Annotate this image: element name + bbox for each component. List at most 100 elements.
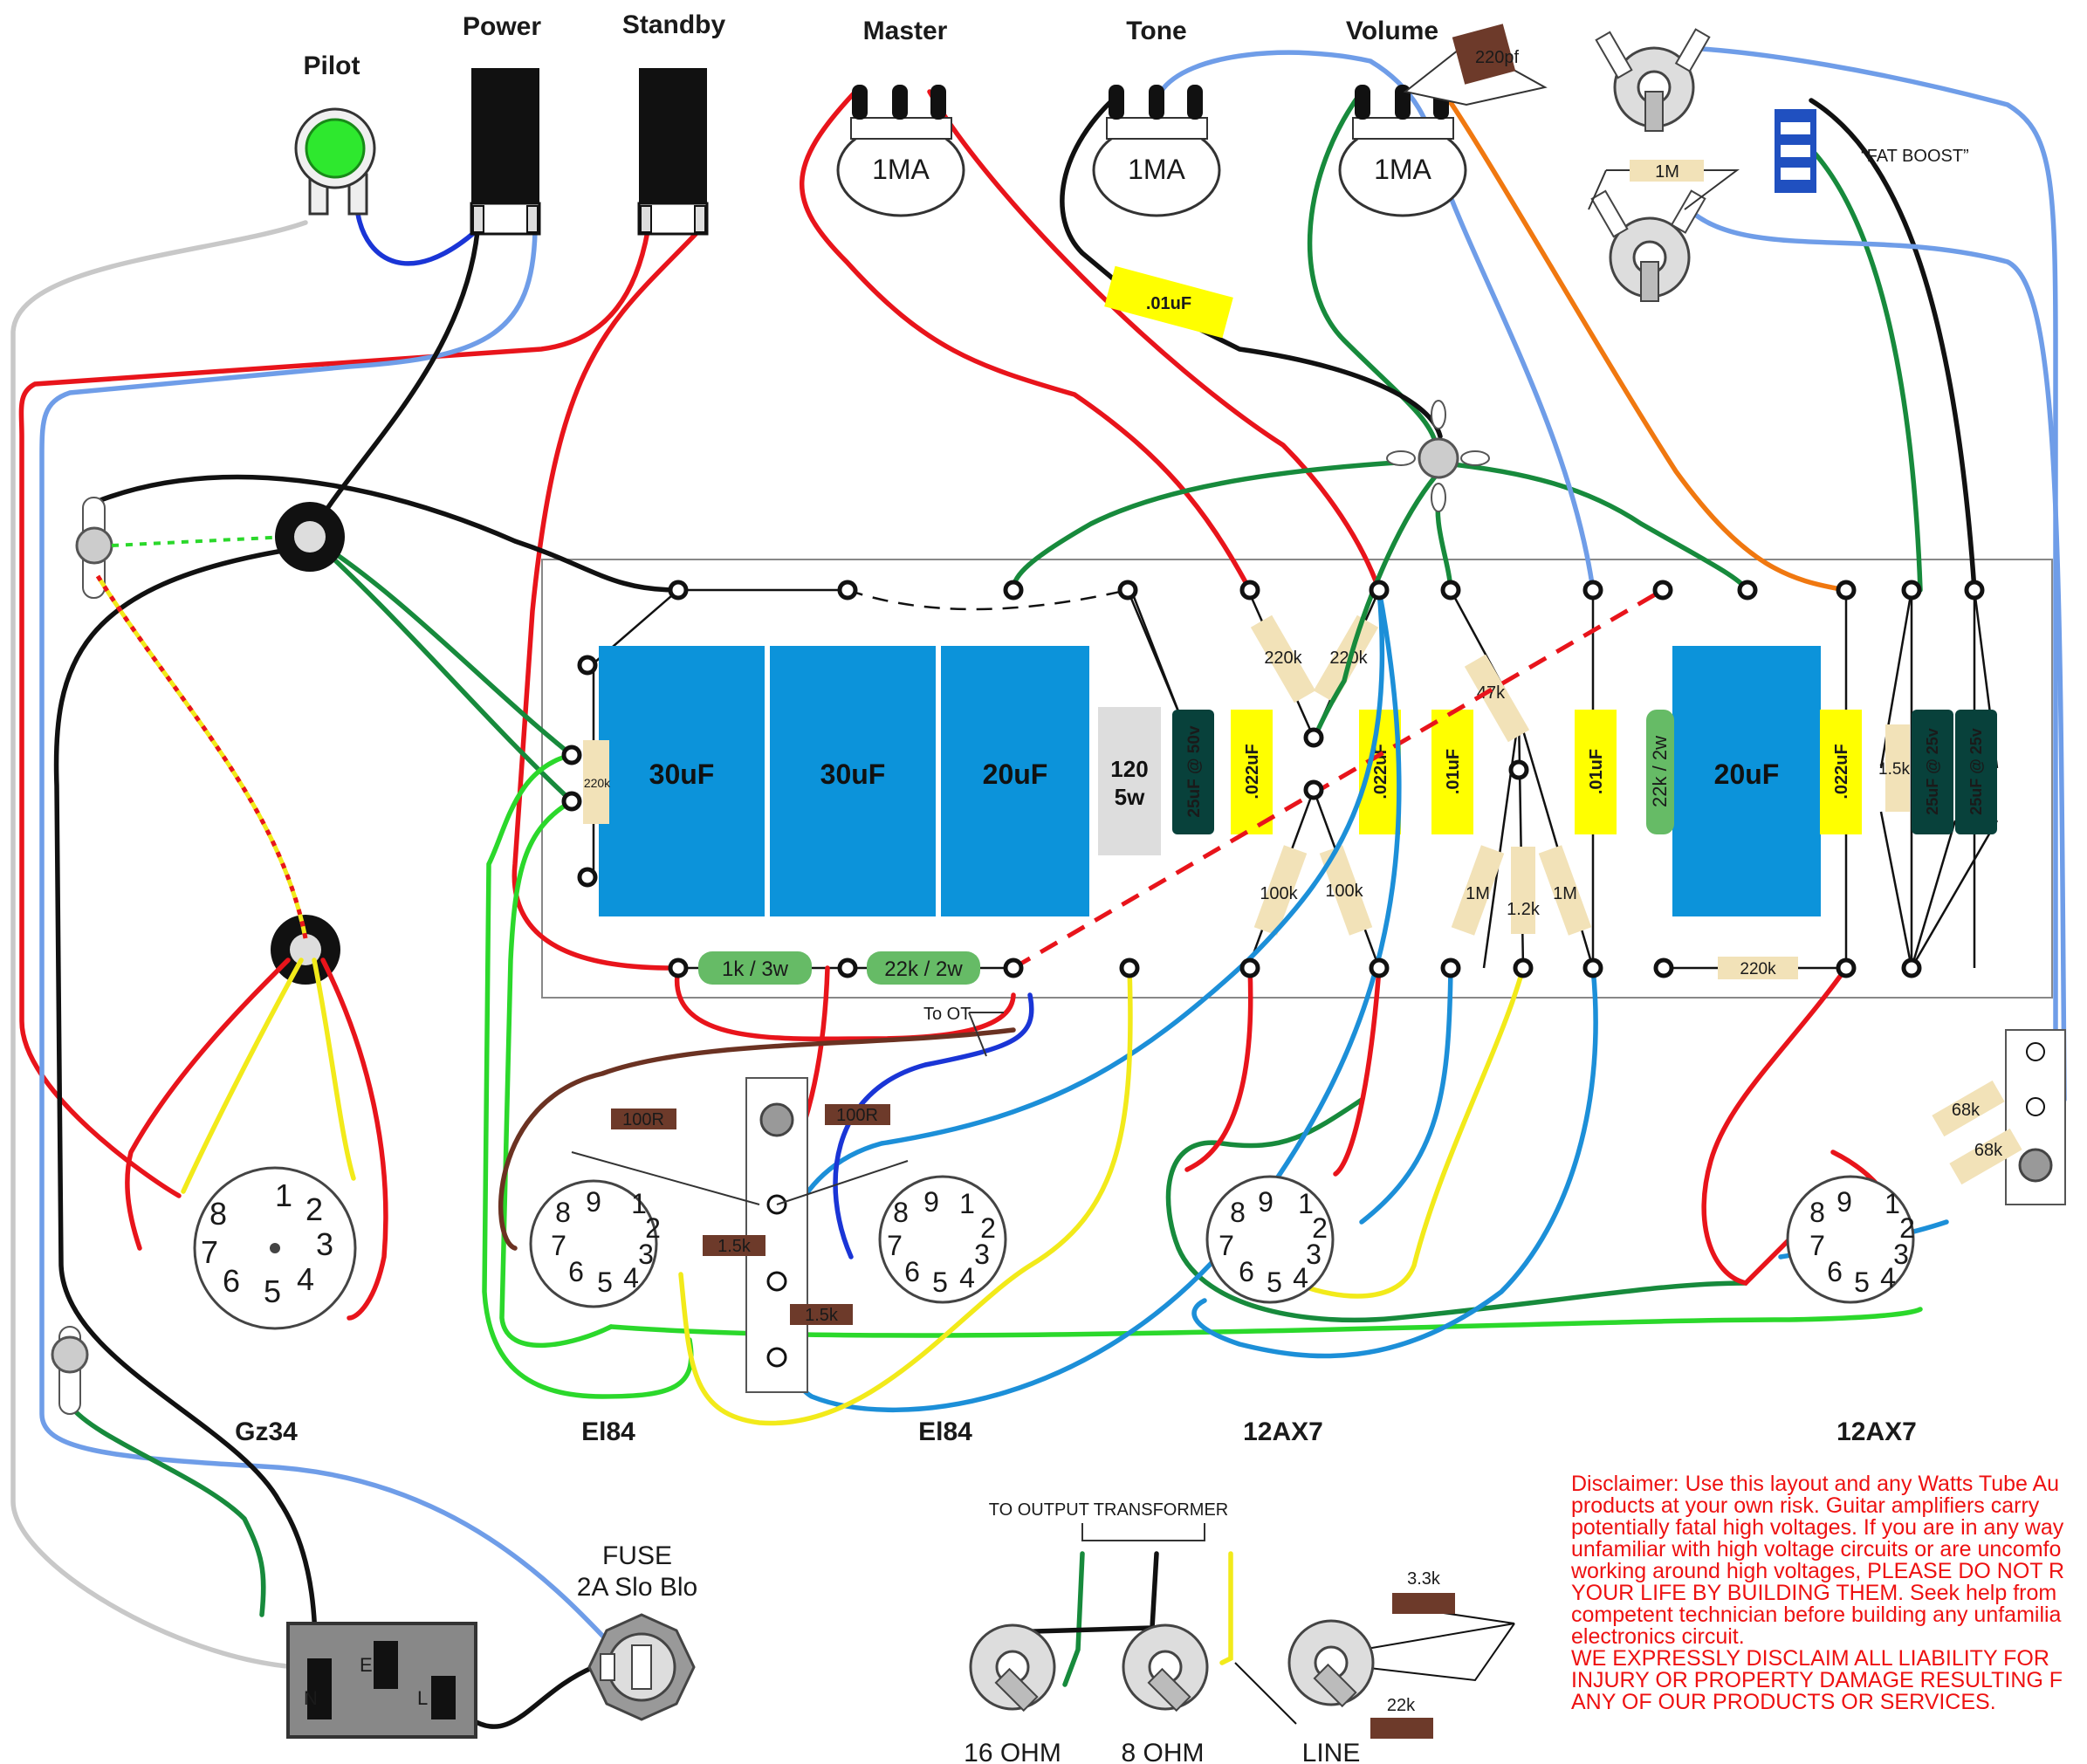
power-switch[interactable] xyxy=(470,68,541,236)
mains-ground-lug xyxy=(51,1326,89,1415)
svg-text:7: 7 xyxy=(1219,1230,1234,1261)
pot-value: 1MA xyxy=(1128,154,1185,185)
resistor-label: 68k xyxy=(1952,1101,1981,1120)
tube-socket-el84-b xyxy=(878,1175,1007,1304)
disclaimer: Disclaimer: Use this layout and any Watt… xyxy=(1570,1472,2064,1714)
svg-text:2: 2 xyxy=(1312,1212,1328,1244)
input-jack-1[interactable] xyxy=(1595,28,1711,132)
svg-text:1: 1 xyxy=(1298,1188,1314,1219)
iec-n: N xyxy=(304,1687,318,1709)
svg-text:working around high voltages,: working around high voltages, PLEASE DO … xyxy=(1570,1559,2064,1583)
fat-boost-switch[interactable] xyxy=(1775,109,1816,193)
fuse-label: FUSE xyxy=(602,1541,672,1570)
resistor-label: 22k xyxy=(1387,1696,1416,1715)
resistor-100r xyxy=(611,1109,676,1129)
tone-label: Tone xyxy=(1126,17,1186,45)
svg-text:6: 6 xyxy=(1239,1256,1254,1287)
svg-text:4: 4 xyxy=(297,1261,314,1297)
coupling-cap-label: .01uF xyxy=(1587,749,1606,794)
svg-text:1: 1 xyxy=(275,1177,292,1213)
svg-text:3: 3 xyxy=(1306,1239,1322,1270)
angled-resistors xyxy=(1250,614,1592,936)
svg-text:6: 6 xyxy=(223,1263,240,1299)
pot-value: 1MA xyxy=(1374,154,1431,185)
tone-pot[interactable]: 1MA xyxy=(1092,85,1221,217)
svg-text:5: 5 xyxy=(1854,1266,1870,1298)
resistor-label: 1.5k xyxy=(1878,760,1910,779)
svg-text:4: 4 xyxy=(1293,1262,1308,1294)
svg-text:5: 5 xyxy=(264,1273,281,1309)
tube-socket-12ax7-b xyxy=(1786,1175,1915,1304)
resistor-label: 68k xyxy=(1974,1141,2003,1160)
svg-text:3: 3 xyxy=(974,1239,990,1270)
tube-label-12ax7-a: 12AX7 xyxy=(1243,1417,1323,1446)
svg-text:9: 9 xyxy=(1836,1186,1852,1218)
coupling-cap-label: .022uF xyxy=(1243,744,1262,799)
jack-label-line: LINE xyxy=(1302,1739,1361,1764)
resistor-label: 1.2k xyxy=(1507,900,1541,919)
ground-lug-center xyxy=(1386,400,1490,512)
input-resistor-label: 1M xyxy=(1655,162,1679,182)
svg-text:products at your own risk. Gui: products at your own risk. Guitar amplif… xyxy=(1571,1493,2040,1518)
tube-label-gz34: Gz34 xyxy=(235,1417,298,1446)
master-label: Master xyxy=(863,17,948,45)
svg-text:2: 2 xyxy=(645,1212,661,1244)
cathode-cap-label: 25uF @ 50v xyxy=(1185,725,1204,818)
tube-socket-12ax7-a xyxy=(1205,1175,1335,1304)
svg-text:5: 5 xyxy=(597,1266,613,1298)
svg-text:7: 7 xyxy=(201,1234,218,1270)
resistor-label: 22k / 2w xyxy=(1649,736,1671,807)
svg-text:2: 2 xyxy=(305,1191,323,1227)
resistor-1-5k xyxy=(790,1304,853,1325)
resistor-label: 22k / 2w xyxy=(884,958,963,981)
output-jack-16-ohm[interactable] xyxy=(969,1623,1056,1713)
fat-boost-label: “FAT BOOST” xyxy=(1861,147,1969,166)
svg-text:INJURY OR PROPERTY DAMAGE RESU: INJURY OR PROPERTY DAMAGE RESULTING F xyxy=(1571,1668,2063,1692)
svg-text:4: 4 xyxy=(959,1262,975,1294)
master-pot[interactable]: 1MA xyxy=(836,85,965,217)
filter-capacitors: 30uF 30uF 20uF 20uF xyxy=(599,646,1821,916)
resistor-label: 100R xyxy=(836,1106,878,1125)
resistor-22k xyxy=(1370,1718,1433,1739)
svg-text:potentially fatal high voltage: potentially fatal high voltages. If you … xyxy=(1571,1515,2064,1540)
svg-text:1: 1 xyxy=(1884,1188,1900,1219)
jack-label-16-ohm: 16 OHM xyxy=(964,1739,1061,1764)
coupling-cap-label: .01uF xyxy=(1444,749,1463,794)
iec-power-inlet[interactable]: N E L xyxy=(286,1622,477,1739)
resistor-label: 1.5k xyxy=(805,1306,839,1325)
to-ot-label: To OT xyxy=(923,1005,971,1024)
resistor-label: 220k xyxy=(1264,649,1302,668)
svg-text:8: 8 xyxy=(1230,1197,1246,1228)
standby-switch[interactable] xyxy=(637,68,709,236)
tube-socket-gz34 xyxy=(193,1166,357,1330)
yellow-red-twisted xyxy=(95,574,308,939)
power-resistor-label: 5w xyxy=(1115,784,1145,810)
svg-text:3: 3 xyxy=(1893,1239,1909,1270)
output-jack-8-ohm[interactable] xyxy=(1122,1623,1209,1713)
svg-text:9: 9 xyxy=(586,1186,601,1218)
resistor-label: 1M xyxy=(1553,884,1577,903)
filter-cap-20uf-a xyxy=(941,646,1089,916)
svg-text:8: 8 xyxy=(555,1197,571,1228)
iec-e: E xyxy=(360,1654,373,1676)
output-jack-line[interactable] xyxy=(1287,1619,1375,1708)
svg-text:Disclaimer: Use this layout an: Disclaimer: Use this layout and any Watt… xyxy=(1571,1472,2059,1496)
svg-text:9: 9 xyxy=(923,1186,939,1218)
svg-text:ANY OF OUR PRODUCTS OR SERVICE: ANY OF OUR PRODUCTS OR SERVICES. xyxy=(1571,1690,1996,1714)
svg-text:4: 4 xyxy=(1880,1262,1896,1294)
volume-pot[interactable]: 1MA xyxy=(1338,85,1467,217)
resistor-100r xyxy=(825,1104,890,1125)
svg-text:3: 3 xyxy=(638,1239,654,1270)
power-resistor-120-5w xyxy=(1098,707,1161,855)
tube-socket-el84-a xyxy=(529,1179,658,1308)
filter-cap-label: 30uF xyxy=(649,758,715,790)
resistor-label: 100k xyxy=(1325,882,1363,901)
ground-lug-left xyxy=(75,497,289,599)
filter-cap-20uf-b xyxy=(1672,646,1821,916)
resistor-label: 100R xyxy=(622,1110,664,1129)
svg-text:2: 2 xyxy=(1899,1212,1915,1244)
input-resistor xyxy=(1630,160,1704,182)
fuse-holder[interactable] xyxy=(587,1613,696,1721)
